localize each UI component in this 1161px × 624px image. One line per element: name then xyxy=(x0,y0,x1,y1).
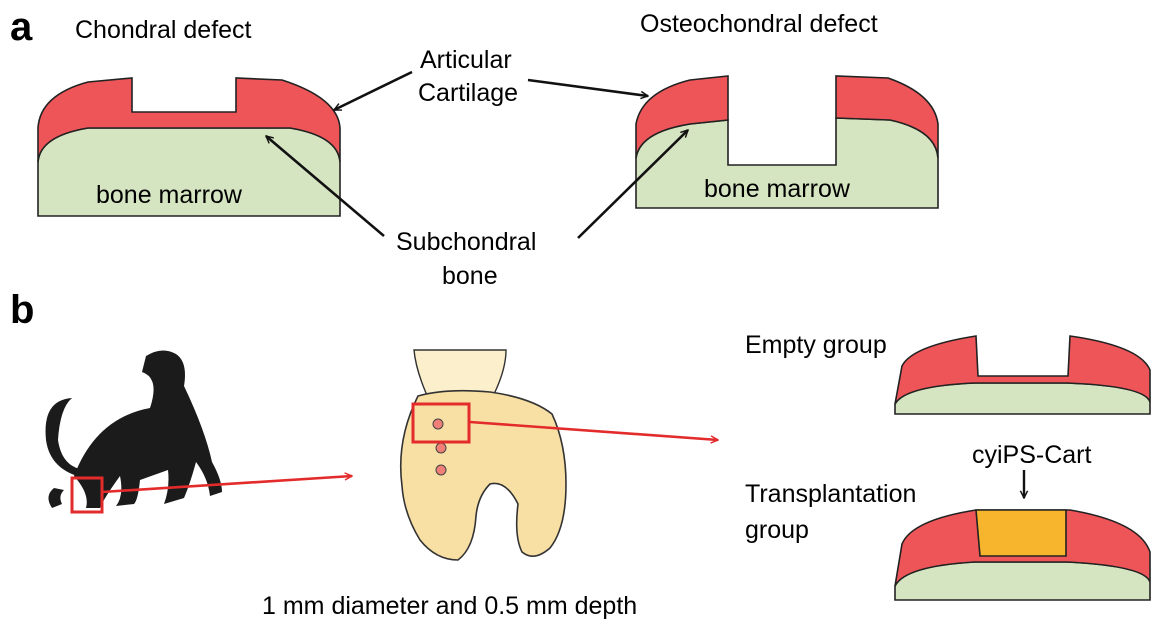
defect-dot xyxy=(433,419,443,429)
knee-femur-icon xyxy=(401,350,566,560)
transplantation-label: Transplantation xyxy=(745,480,916,508)
implant-cyips-cart xyxy=(976,510,1066,556)
chondral-defect-title: Chondral defect xyxy=(75,16,252,44)
bone-marrow-label: bone marrow xyxy=(704,175,851,203)
defect-dot xyxy=(436,443,446,453)
pointer-arrow xyxy=(528,80,648,96)
group-label: group xyxy=(745,516,809,544)
subchondral-label: Subchondral xyxy=(396,228,536,256)
bone-layer xyxy=(895,562,1150,600)
articular-label: Articular xyxy=(420,46,512,74)
transplantation-group-block xyxy=(895,510,1150,600)
cartilage-label: Cartilage xyxy=(418,79,518,107)
chondral-defect-block: bone marrow xyxy=(38,78,340,216)
panel-a-letter: a xyxy=(10,5,33,49)
osteochondral-defect-block: bone marrow xyxy=(636,76,938,208)
defect-dot xyxy=(436,465,446,475)
empty-group-block xyxy=(895,336,1150,414)
pointer-arrow xyxy=(334,72,412,110)
defect-size-caption: 1 mm diameter and 0.5 mm depth xyxy=(262,592,637,620)
panel-b-letter: b xyxy=(10,288,34,332)
bone-marrow-label: bone marrow xyxy=(96,181,243,209)
cyips-cart-label: cyiPS-Cart xyxy=(972,441,1092,469)
empty-group-label: Empty group xyxy=(745,331,887,359)
osteochondral-defect-title: Osteochondral defect xyxy=(640,10,878,38)
bone-label: bone xyxy=(442,262,498,290)
femur-condyle xyxy=(401,391,566,560)
